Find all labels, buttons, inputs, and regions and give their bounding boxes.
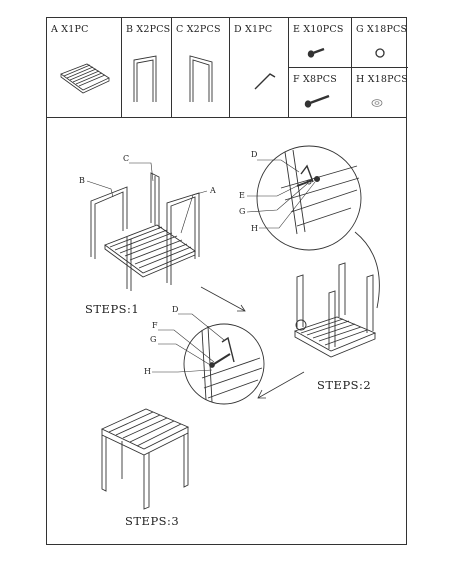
part-h-subcell: H X18PCS (352, 68, 408, 118)
part-c-label: C X2PCS (176, 24, 221, 35)
step3-label: STEPS:3 (125, 514, 180, 528)
step2-label: STEPS:2 (317, 378, 372, 392)
step2-callout-g: G (239, 207, 245, 216)
arrow-step1-to-step2 (200, 286, 246, 312)
part-d-cell: D X1PC (230, 18, 289, 117)
spring-washer-icon (375, 48, 385, 58)
step3-callout-g: G (150, 335, 156, 344)
part-b-cell: B X2PCS (122, 18, 172, 117)
arrow-step2-to-step3 (257, 371, 305, 399)
step3-callout-d: D (172, 305, 178, 314)
instruction-sheet: A X1PC B X2PCS (46, 17, 408, 545)
step1-drawing: C B A (79, 154, 216, 291)
step2-callout-d: D (251, 150, 257, 159)
step1-callout-b: B (79, 176, 85, 185)
part-f-subcell: F X8PCS (289, 68, 351, 118)
step1-label: STEPS:1 (85, 302, 140, 316)
part-e-subcell: E X10PCS (289, 18, 351, 68)
step3-callout-h: H (144, 367, 151, 376)
frame-b-icon (133, 55, 157, 102)
step1-callout-a: A (209, 186, 216, 195)
step2-callout-h: H (251, 224, 258, 233)
step2-assembly-drawing (293, 262, 377, 358)
part-g-label: G X18PCS (356, 24, 408, 35)
part-ef-cell: E X10PCS F X8PCS (289, 18, 352, 117)
part-d-label: D X1PC (234, 24, 273, 35)
part-gh-cell: G X18PCS H X18PCS (352, 18, 408, 117)
short-bolt-icon (307, 47, 325, 58)
part-c-cell: C X2PCS (172, 18, 230, 117)
part-a-label: A X1PC (51, 24, 89, 35)
part-g-subcell: G X18PCS (352, 18, 408, 68)
part-f-label: F X8PCS (293, 74, 337, 85)
part-b-label: B X2PCS (126, 24, 171, 35)
part-e-label: E X10PCS (293, 24, 344, 35)
part-h-label: H X18PCS (356, 74, 408, 85)
tabletop-icon (60, 63, 110, 94)
step3-zoom-detail: D F G H (144, 305, 265, 405)
step3-callout-f: F (152, 321, 158, 330)
step2-callout-e: E (239, 191, 245, 200)
long-bolt-icon (304, 94, 330, 108)
hex-key-icon (254, 73, 276, 90)
flat-washer-icon (371, 99, 383, 107)
frame-c-icon (189, 55, 213, 102)
part-a-cell: A X1PC (47, 18, 122, 117)
step2-zoom-detail: D E G H (239, 145, 380, 309)
step3-finished-table (100, 408, 190, 510)
step1-callout-c: C (123, 154, 129, 163)
parts-list: A X1PC B X2PCS (47, 18, 408, 118)
